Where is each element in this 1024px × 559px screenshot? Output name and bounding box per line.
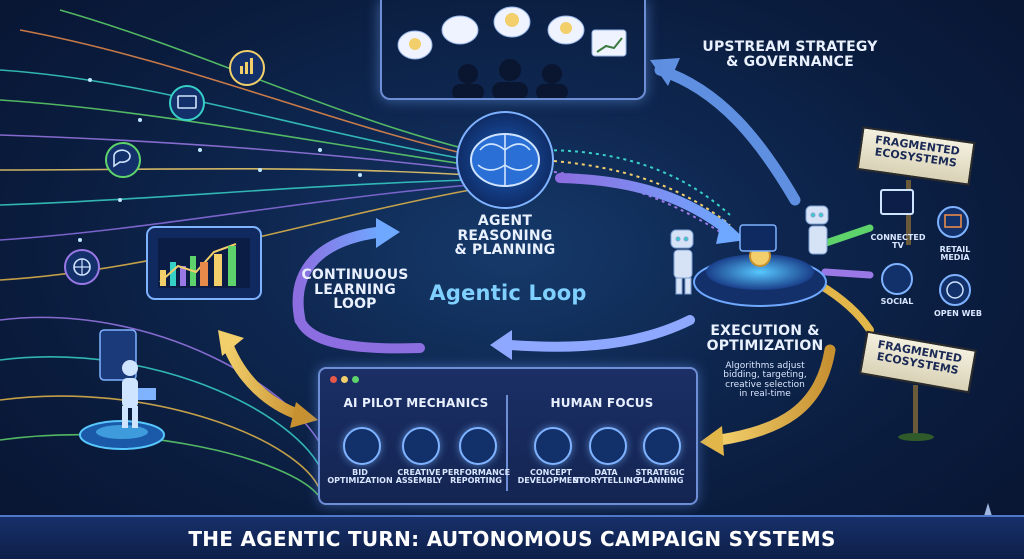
strategic-planning-icon bbox=[643, 427, 681, 465]
page-title: THE AGENTIC TURN: AUTONOMOUS CAMPAIGN SY… bbox=[188, 527, 836, 551]
execution-label: EXECUTION & OPTIMIZATION bbox=[706, 323, 824, 354]
brain-to-execution-arrow bbox=[555, 173, 735, 237]
performance-reporting-icon bbox=[459, 427, 497, 465]
mechanics-panel: AI PILOT MECHANICS HUMAN FOCUS BID OPTIM… bbox=[318, 367, 698, 505]
lightbulb-icons bbox=[409, 13, 572, 50]
bid-optimization-icon bbox=[343, 427, 381, 465]
human-focus-heading: HUMAN FOCUS bbox=[550, 396, 654, 410]
continuous-learning-label: CONTINUOUS LEARNING LOOP bbox=[301, 267, 409, 313]
channel-social: SOCIAL bbox=[880, 297, 914, 306]
upstream-label: UPSTREAM STRATEGY & GOVERNANCE bbox=[702, 39, 878, 70]
robot-left bbox=[670, 229, 694, 295]
agent-reasoning-label: AGENT REASONING & PLANNING bbox=[454, 213, 556, 259]
creative-assembly-icon bbox=[402, 427, 440, 465]
upstream-arrow bbox=[654, 64, 801, 206]
source-icons bbox=[64, 50, 265, 285]
data-storytelling-icon bbox=[589, 427, 627, 465]
gold-arrow-right bbox=[714, 344, 836, 446]
concept-development-icon bbox=[534, 427, 572, 465]
channel-retail-media: RETAIL MEDIA bbox=[939, 245, 971, 263]
panel-divider bbox=[506, 395, 508, 491]
window-dot-yellow bbox=[341, 376, 348, 383]
gold-arrow-to-sign bbox=[816, 281, 874, 334]
agentic-loop-label: Agentic Loop bbox=[429, 281, 587, 305]
channel-icons bbox=[880, 189, 971, 306]
item-creative-assembly: CREATIVE ASSEMBLY bbox=[395, 468, 443, 486]
robot-right bbox=[805, 205, 829, 255]
strategy-team bbox=[452, 59, 568, 100]
item-bid-optimization: BID OPTIMIZATION bbox=[327, 468, 393, 486]
window-dot-green bbox=[352, 376, 359, 383]
execution-platform bbox=[693, 224, 827, 307]
item-performance-reporting: PERFORMANCE REPORTING bbox=[442, 468, 511, 486]
channel-open-web: OPEN WEB bbox=[934, 309, 982, 318]
strategy-panel bbox=[380, 0, 646, 100]
window-dot-red bbox=[330, 376, 337, 383]
item-concept-development: CONCEPT DEVELOPMENT bbox=[517, 468, 585, 486]
channel-connected-tv: CONNECTED TV bbox=[870, 233, 926, 251]
item-data-storytelling: DATA STORYTELLING bbox=[572, 468, 640, 486]
execution-description: Algorithms adjust bidding, targeting, cr… bbox=[723, 361, 807, 400]
ai-pilot-heading: AI PILOT MECHANICS bbox=[343, 396, 489, 410]
brain-icon bbox=[456, 111, 554, 209]
stream-particles bbox=[78, 78, 362, 242]
loop-arrow-bottom bbox=[505, 315, 695, 352]
analytics-dashboard-icon bbox=[146, 226, 262, 300]
gold-arrow-left bbox=[220, 334, 306, 421]
loop-arrow-top bbox=[292, 226, 386, 326]
analyst-figure bbox=[79, 329, 165, 450]
title-bar bbox=[0, 515, 1024, 559]
item-strategic-planning: STRATEGIC PLANNING bbox=[635, 468, 685, 486]
